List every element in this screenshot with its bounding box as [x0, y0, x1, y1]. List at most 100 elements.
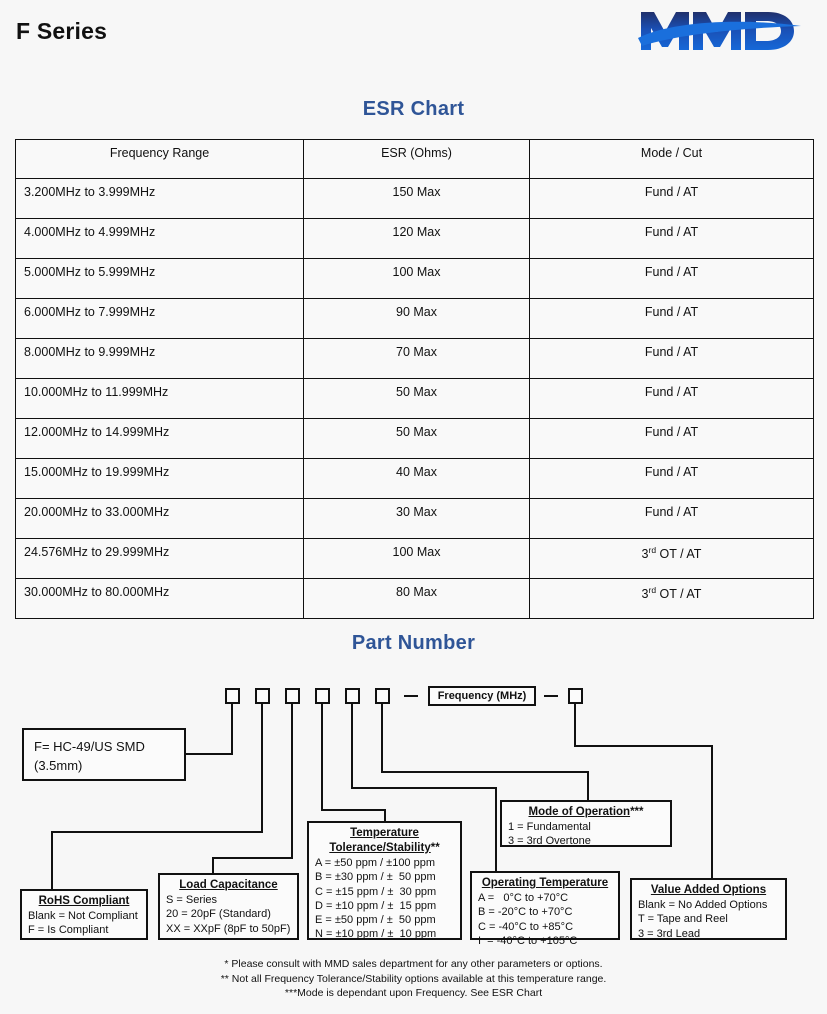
page-header: F Series — [0, 0, 827, 70]
cell-esr-ohms: 80 Max — [303, 578, 530, 619]
part-number-slot-2[interactable] — [255, 688, 270, 704]
cell-frequency-range: 4.000MHz to 4.999MHz — [15, 218, 304, 259]
cell-frequency-range: 20.000MHz to 33.000MHz — [15, 498, 304, 539]
cell-frequency-range: 3.200MHz to 3.999MHz — [15, 178, 304, 219]
load-capacitance-option-2: 20 = 20pF (Standard) — [166, 908, 271, 921]
cell-mode-cut: Fund / AT — [529, 218, 814, 259]
cell-mode-cut: Fund / AT — [529, 338, 814, 379]
value-added-options-title: Value Added Options — [650, 884, 767, 896]
cell-esr-ohms: 100 Max — [303, 538, 530, 579]
cell-mode-cut: Fund / AT — [529, 258, 814, 299]
rohs-option-1: Blank = Not Compliant — [28, 910, 138, 922]
temperature-tolerance-option-1: A = ±50 ppm / ±100 ppm — [315, 857, 436, 869]
cell-esr-ohms: 30 Max — [303, 498, 530, 539]
temperature-tolerance-option-2: B = ±30 ppm / ± 50 ppm — [315, 871, 436, 884]
mode-of-operation-title: Mode of Operation*** — [508, 805, 664, 819]
mode-of-operation-option-1: 1 = Fundamental — [508, 821, 591, 833]
temperature-tolerance-title-1: Temperature — [350, 827, 419, 839]
part-number-slot-4[interactable] — [315, 688, 330, 704]
separator-dash-1 — [404, 695, 418, 697]
temperature-tolerance-box: Temperature Tolerance/Stability** A = ±5… — [307, 821, 462, 940]
package-size-line-1: F= HC-49/US SMD — [34, 739, 145, 754]
value-added-options-option-1: Blank = No Added Options — [638, 899, 768, 911]
cell-mode-suffix: OT / AT — [656, 547, 702, 562]
cell-esr-ohms: 70 Max — [303, 338, 530, 379]
footnote-2: ** Not all Frequency Tolerance/Stability… — [220, 972, 607, 985]
cell-esr-ohms: 90 Max — [303, 298, 530, 339]
mode-of-operation-option-2: 3 = 3rd Overtone — [508, 835, 591, 848]
rohs-compliant-box: RoHS Compliant Blank = Not Compliant F =… — [20, 889, 148, 940]
cell-esr-ohms: 100 Max — [303, 258, 530, 299]
cell-esr-ohms: 50 Max — [303, 378, 530, 419]
table-header-row: Frequency Range ESR (Ohms) Mode / Cut — [15, 139, 814, 179]
mode-of-operation-title-marker: *** — [630, 806, 644, 818]
operating-temperature-option-2: B = -20°C to +70°C — [478, 906, 573, 919]
cell-mode-cut: Fund / AT — [529, 498, 814, 539]
mode-of-operation-box: Mode of Operation*** 1 = Fundamental 3 =… — [500, 800, 672, 847]
cell-esr-ohms: 150 Max — [303, 178, 530, 219]
part-number-slot-5[interactable] — [345, 688, 360, 704]
cell-mode-suffix: OT / AT — [656, 587, 702, 602]
rohs-title: RoHS Compliant — [38, 895, 130, 907]
cell-frequency-range: 24.576MHz to 29.999MHz — [15, 538, 304, 579]
part-number-diagram: Frequency (MHz) F= HC-49/US SMD (3.5mm) … — [0, 660, 827, 1014]
value-added-options-option-3: 3 = 3rd Lead — [638, 927, 701, 940]
esr-chart-table: Frequency Range ESR (Ohms) Mode / Cut 3.… — [15, 139, 814, 619]
operating-temperature-title: Operating Temperature — [481, 877, 609, 889]
value-added-options-option-2: T = Tape and Reel — [638, 913, 728, 926]
operating-temperature-box: Operating Temperature A = 0°C to +70°C B… — [470, 871, 620, 947]
temperature-tolerance-title-marker: ** — [430, 842, 440, 854]
load-capacitance-box: Load Capacitance S = Series 20 = 20pF (S… — [158, 873, 299, 940]
operating-temperature-option-3: C = -40°C to +85°C — [478, 920, 574, 933]
cell-frequency-range: 6.000MHz to 7.999MHz — [15, 298, 304, 339]
cell-frequency-range: 10.000MHz to 11.999MHz — [15, 378, 304, 419]
cell-esr-ohms: 40 Max — [303, 458, 530, 499]
page-title: F Series — [16, 18, 108, 44]
value-added-options-box: Value Added Options Blank = No Added Opt… — [630, 878, 787, 940]
mmd-logo — [638, 12, 801, 50]
part-number-slot-7[interactable] — [568, 688, 583, 704]
cell-mode-prefix: 3 — [641, 587, 649, 602]
cell-mode-cut: Fund / AT — [529, 418, 814, 459]
separator-dash-2 — [544, 695, 558, 697]
load-capacitance-option-1: S = Series — [166, 894, 218, 906]
cell-frequency-range: 12.000MHz to 14.999MHz — [15, 418, 304, 459]
cell-frequency-range: 8.000MHz to 9.999MHz — [15, 338, 304, 379]
package-size-line-2: (3.5mm) — [34, 758, 83, 773]
operating-temperature-option-4: I = -40°C to +105°C — [478, 934, 578, 947]
cell-mode-cut: Fund / AT — [529, 178, 814, 219]
cell-esr-ohms: 50 Max — [303, 418, 530, 459]
mode-of-operation-title-text: Mode of Operation — [528, 806, 631, 818]
operating-temperature-option-1: A = 0°C to +70°C — [478, 892, 569, 904]
footnotes: * Please consult with MMD sales departme… — [0, 957, 827, 1001]
cell-mode-cut: Fund / AT — [529, 378, 814, 419]
cell-frequency-range: 5.000MHz to 5.999MHz — [15, 258, 304, 299]
part-number-slot-6[interactable] — [375, 688, 390, 704]
cell-mode-cut: 3rd OT / AT — [529, 578, 814, 619]
cell-mode-cut: Fund / AT — [529, 458, 814, 499]
cell-mode-prefix: 3 — [641, 547, 649, 562]
cell-frequency-range: 15.000MHz to 19.999MHz — [15, 458, 304, 499]
footnote-3: ***Mode is dependant upon Frequency. See… — [284, 987, 543, 999]
frequency-field[interactable]: Frequency (MHz) — [428, 686, 536, 706]
cell-mode-ordinal: rd — [648, 585, 657, 595]
part-number-heading: Part Number — [351, 632, 476, 654]
temperature-tolerance-option-6: N = ±10 ppm / ± 10 ppm — [315, 928, 437, 941]
leader-lines — [51, 704, 713, 889]
part-number-slot-1[interactable] — [225, 688, 240, 704]
column-header-frequency-range: Frequency Range — [15, 139, 304, 179]
load-capacitance-title: Load Capacitance — [179, 879, 278, 891]
temperature-tolerance-title-2-text: Tolerance/Stability — [329, 842, 431, 854]
temperature-tolerance-option-4: D = ±10 ppm / ± 15 ppm — [315, 899, 437, 912]
cell-mode-ordinal: rd — [648, 545, 657, 555]
part-number-slot-3[interactable] — [285, 688, 300, 704]
